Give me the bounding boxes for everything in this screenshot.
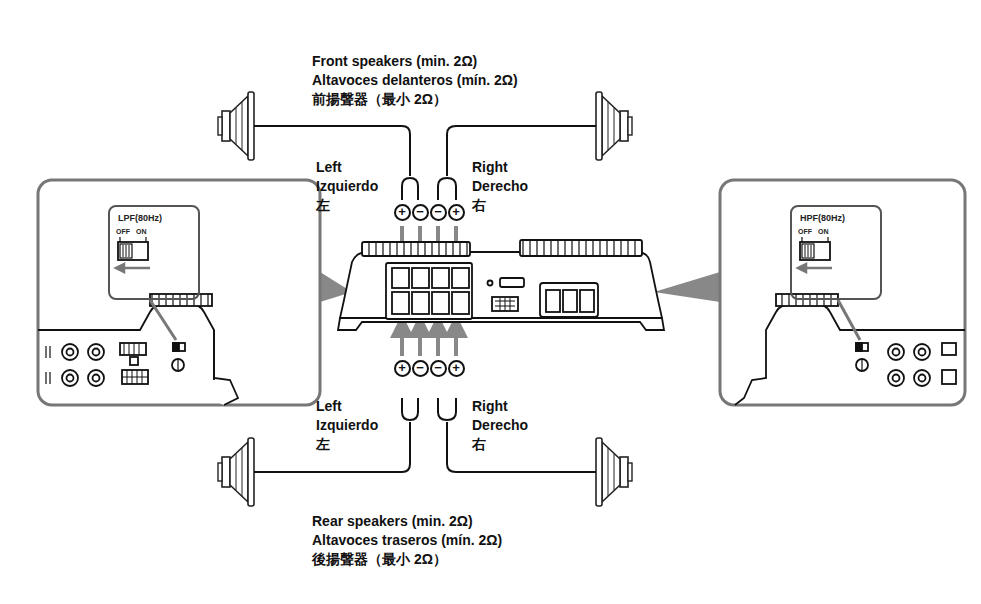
terminal-polarity: − <box>412 360 429 377</box>
switch-position: OFF <box>798 227 812 236</box>
speaker-label: Izquierdo <box>316 177 378 195</box>
speaker-label: Altavoces traseros (mín. 2Ω) <box>312 531 502 549</box>
terminal-polarity: − <box>430 360 447 377</box>
hpf-inset <box>720 180 965 405</box>
speaker-label: Left <box>316 397 342 415</box>
speaker-label: 右 <box>472 435 486 453</box>
switch-position: OFF <box>116 227 130 236</box>
speaker-label: Rear speakers (min. 2Ω) <box>312 512 473 530</box>
terminal-polarity: − <box>412 204 429 221</box>
speaker-label: Right <box>472 158 508 176</box>
terminal-polarity: + <box>394 204 411 221</box>
speaker-label: 前揚聲器（最小 2Ω） <box>312 90 447 108</box>
speaker-label: Front speakers (min. 2Ω) <box>312 52 477 70</box>
switch-callout-box: LPF(80Hz) OFF ON <box>108 205 200 300</box>
speaker-label: Izquierdo <box>316 416 378 434</box>
speaker-label: 後揚聲器（最小 2Ω） <box>312 550 447 568</box>
speaker-label: Left <box>316 158 342 176</box>
switch-callout-box: HPF(80Hz) OFF ON <box>790 205 882 300</box>
switch-name: LPF(80Hz) <box>118 213 162 224</box>
terminal-polarity: + <box>448 360 465 377</box>
speaker-label: Derecho <box>472 416 528 434</box>
switch-name: HPF(80Hz) <box>800 213 845 224</box>
switch-position: ON <box>136 227 147 236</box>
speaker-label: 左 <box>316 435 330 453</box>
speaker-label: 右 <box>472 196 486 214</box>
amplifier <box>338 240 664 330</box>
terminal-polarity: + <box>394 360 411 377</box>
terminal-polarity: + <box>448 204 465 221</box>
terminal-polarity: − <box>430 204 447 221</box>
speaker-label: Right <box>472 397 508 415</box>
lpf-inset <box>38 180 320 405</box>
speaker-label: Altavoces delanteros (mín. 2Ω) <box>312 71 518 89</box>
speaker-label: Derecho <box>472 177 528 195</box>
switch-position: ON <box>818 227 829 236</box>
speaker-label: 左 <box>316 196 330 214</box>
